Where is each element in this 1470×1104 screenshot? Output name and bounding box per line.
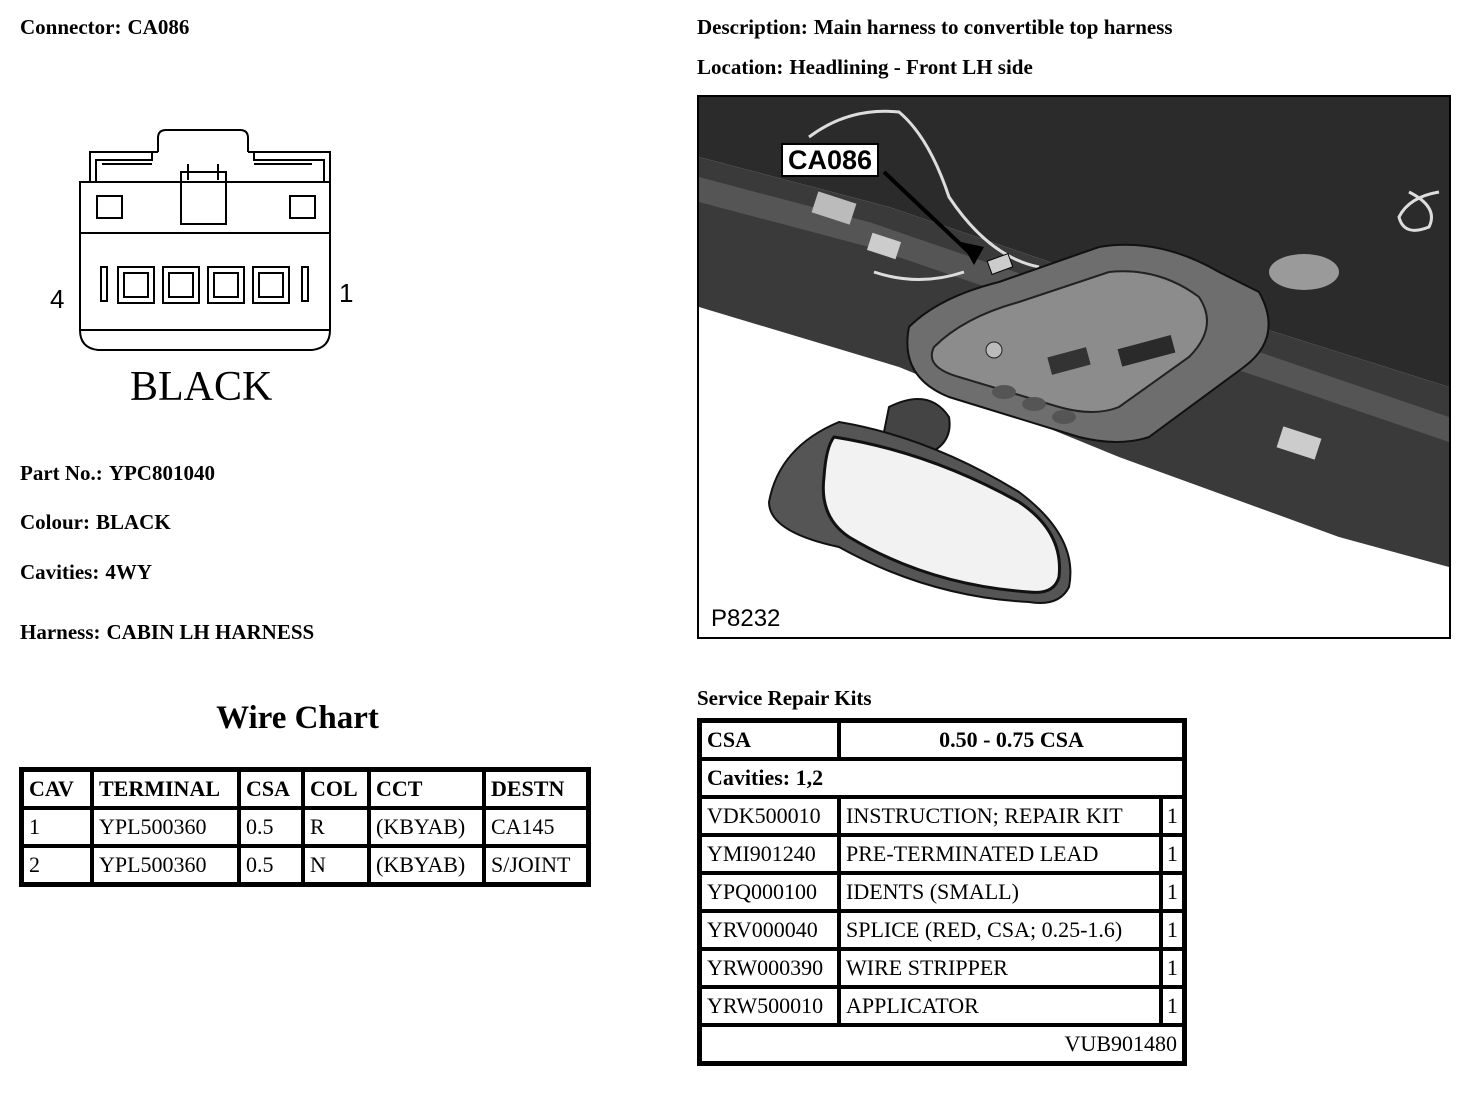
connector-label: Connector: xyxy=(20,15,122,39)
table-row: VDK500010 INSTRUCTION; REPAIR KIT 1 xyxy=(700,797,1184,835)
harness-line: Harness:CABIN LH HARNESS xyxy=(20,620,314,645)
kit-part-number: YMI901240 xyxy=(700,835,839,873)
repair-kits-table: CSA 0.50 - 0.75 CSA Cavities: 1,2 VDK500… xyxy=(697,718,1187,1066)
table-row: 2 YPL500360 0.5 N (KBYAB) S/JOINT xyxy=(22,846,588,884)
cell-csa: 0.5 xyxy=(239,846,303,884)
cell-destn: CA145 xyxy=(484,808,588,846)
table-row: YMI901240 PRE-TERMINATED LEAD 1 xyxy=(700,835,1184,873)
location-photo: CA086 P8232 xyxy=(697,95,1451,639)
kit-quantity: 1 xyxy=(1160,835,1184,873)
cell-cct: (KBYAB) xyxy=(369,808,484,846)
kit-quantity: 1 xyxy=(1160,873,1184,911)
col-terminal-header: TERMINAL xyxy=(92,770,239,808)
cell-cav: 1 xyxy=(22,808,92,846)
cell-col: R xyxy=(303,808,369,846)
cavities-line: Cavities:4WY xyxy=(20,560,152,585)
kit-description: INSTRUCTION; REPAIR KIT xyxy=(839,797,1161,835)
col-cav-header: CAV xyxy=(22,770,92,808)
description-value: Main harness to convertible top harness xyxy=(813,15,1173,39)
col-cct-header: CCT xyxy=(369,770,484,808)
kit-quantity: 1 xyxy=(1160,797,1184,835)
kits-cavities-row: Cavities: 1,2 xyxy=(700,759,1184,797)
kit-description: IDENTS (SMALL) xyxy=(839,873,1161,911)
kit-quantity: 1 xyxy=(1160,911,1184,949)
repair-kits-title: Service Repair Kits xyxy=(697,686,872,710)
connector-value: CA086 xyxy=(127,15,190,39)
wire-chart-header-row: CAV TERMINAL CSA COL CCT DESTN xyxy=(22,770,588,808)
connector-face-diagram: 4 1 BLACK xyxy=(50,129,353,410)
harness-label: Harness: xyxy=(20,620,101,644)
cell-cav: 2 xyxy=(22,846,92,884)
location-value: Headlining - Front LH side xyxy=(789,55,1033,79)
kits-cavities: Cavities: 1,2 xyxy=(700,759,1184,797)
kit-part-number: YRV000040 xyxy=(700,911,839,949)
pin-right-label: 1 xyxy=(339,278,353,308)
part-no-label: Part No.: xyxy=(20,461,103,485)
photo-callout-label: CA086 xyxy=(781,143,880,177)
cavities-value: 4WY xyxy=(105,560,152,584)
kit-part-number: YRW000390 xyxy=(700,949,839,987)
cell-destn: S/JOINT xyxy=(484,846,588,884)
location-heading: Location:Headlining - Front LH side xyxy=(697,55,1033,80)
kit-quantity: 1 xyxy=(1160,987,1184,1025)
colour-line: Colour:BLACK xyxy=(20,510,171,535)
table-row: YRW000390 WIRE STRIPPER 1 xyxy=(700,949,1184,987)
kits-csa-value: 0.50 - 0.75 CSA xyxy=(839,721,1184,759)
cell-terminal: YPL500360 xyxy=(92,846,239,884)
kit-description: PRE-TERMINATED LEAD xyxy=(839,835,1161,873)
kit-part-number: YRW500010 xyxy=(700,987,839,1025)
location-label: Location: xyxy=(697,55,784,79)
connector-heading: Connector:CA086 xyxy=(20,15,189,40)
kit-description: SPLICE (RED, CSA; 0.25-1.6) xyxy=(839,911,1161,949)
wire-chart-table: CAV TERMINAL CSA COL CCT DESTN 1 YPL5003… xyxy=(19,767,591,887)
cell-col: N xyxy=(303,846,369,884)
kit-part-number: YPQ000100 xyxy=(700,873,839,911)
photo-reference-label: P8232 xyxy=(707,605,785,633)
cell-cct: (KBYAB) xyxy=(369,846,484,884)
table-row: 1 YPL500360 0.5 R (KBYAB) CA145 xyxy=(22,808,588,846)
harness-value: CABIN LH HARNESS xyxy=(106,620,315,644)
part-no-line: Part No.:YPC801040 xyxy=(20,461,215,486)
kit-quantity: 1 xyxy=(1160,949,1184,987)
kit-description: WIRE STRIPPER xyxy=(839,949,1161,987)
cell-csa: 0.5 xyxy=(239,808,303,846)
part-no-value: YPC801040 xyxy=(108,461,215,485)
kit-description: APPLICATOR xyxy=(839,987,1161,1025)
kit-number: VUB901480 xyxy=(700,1025,1184,1063)
kits-csa-row: CSA 0.50 - 0.75 CSA xyxy=(700,721,1184,759)
colour-label: Colour: xyxy=(20,510,90,534)
col-col-header: COL xyxy=(303,770,369,808)
description-label: Description: xyxy=(697,15,808,39)
col-destn-header: DESTN xyxy=(484,770,588,808)
cell-terminal: YPL500360 xyxy=(92,808,239,846)
kit-part-number: VDK500010 xyxy=(700,797,839,835)
table-row: YRW500010 APPLICATOR 1 xyxy=(700,987,1184,1025)
col-csa-header: CSA xyxy=(239,770,303,808)
colour-value: BLACK xyxy=(96,510,171,534)
kits-csa-label: CSA xyxy=(700,721,839,759)
cavities-label: Cavities: xyxy=(20,560,100,584)
kits-number-row: VUB901480 xyxy=(700,1025,1184,1063)
headlining-illustration xyxy=(699,97,1449,604)
table-row: YRV000040 SPLICE (RED, CSA; 0.25-1.6) 1 xyxy=(700,911,1184,949)
table-row: YPQ000100 IDENTS (SMALL) 1 xyxy=(700,873,1184,911)
pin-left-label: 4 xyxy=(50,284,64,314)
description-heading: Description:Main harness to convertible … xyxy=(697,15,1173,40)
diagram-colour-label: BLACK xyxy=(130,364,272,410)
wire-chart-title: Wire Chart xyxy=(216,700,379,736)
